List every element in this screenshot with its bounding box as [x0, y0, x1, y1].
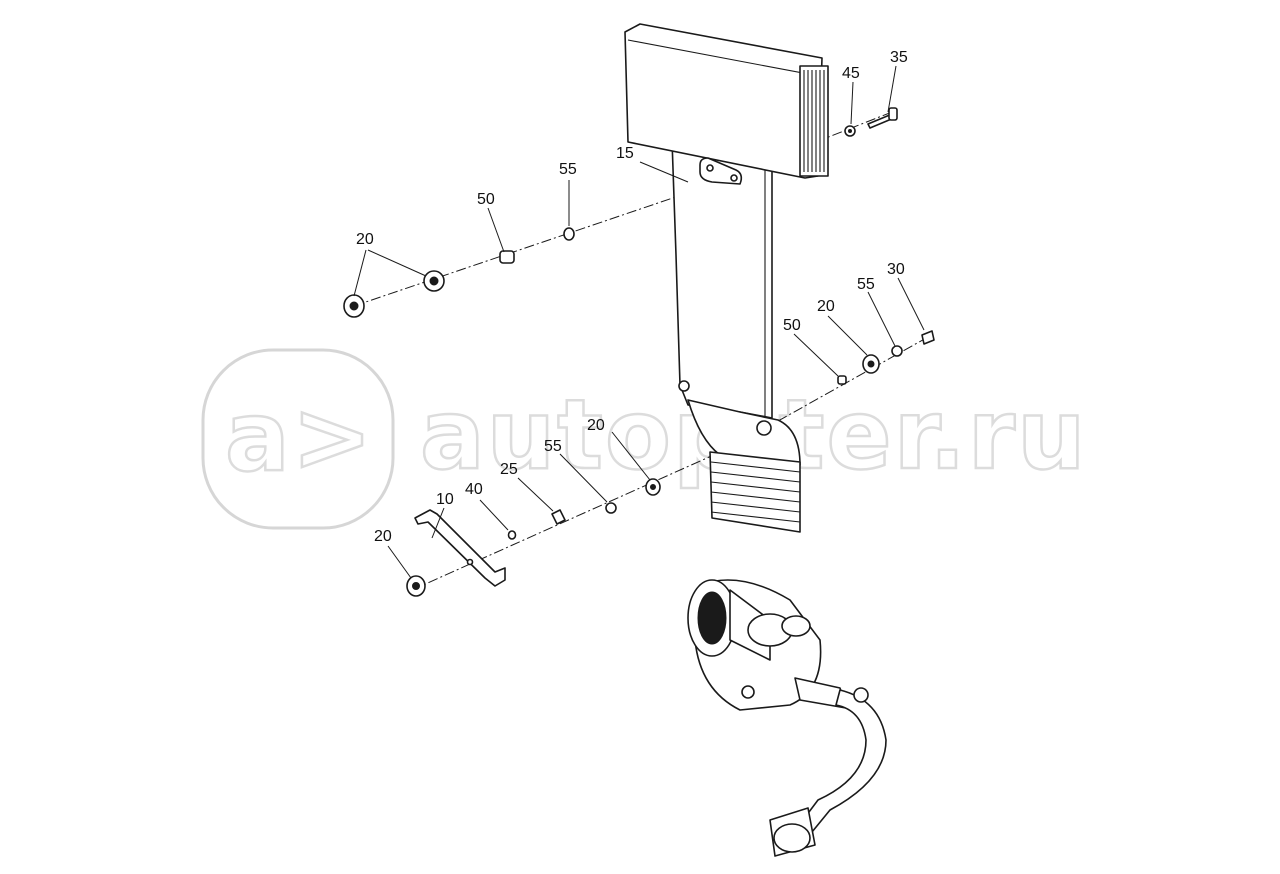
- mount-hole-1: [706, 164, 714, 172]
- filter-end-cap-inner: [697, 591, 727, 645]
- callout-55-lower: 55: [544, 438, 562, 455]
- grommet-20-top-inner-hole: [429, 276, 439, 286]
- callout-40: 40: [465, 481, 483, 498]
- bellows-body: [709, 451, 801, 533]
- mount-hole-2: [730, 174, 738, 182]
- hose-fitting: [853, 687, 869, 703]
- grommet-20-lower-hole: [650, 484, 656, 490]
- watermark: a> autopiter.ru: [201, 348, 1087, 530]
- callout-15: 15: [616, 145, 634, 162]
- grille-slats: [803, 70, 825, 172]
- bolt-25: [551, 509, 566, 525]
- top-bolt-axis: [825, 111, 893, 139]
- callout-20-lower: 20: [587, 417, 605, 434]
- callout-20-top: 20: [356, 231, 374, 248]
- hose-inlet-opening: [773, 823, 811, 853]
- air-duct-assembly: [624, 23, 829, 533]
- upper-left-axis: [353, 181, 721, 307]
- callout-45: 45: [842, 65, 860, 82]
- grommet-20-bottom-hole: [412, 582, 420, 590]
- bolt-35: [867, 107, 898, 129]
- leader-lines: [353, 65, 925, 579]
- grommet-20-top-outer-hole: [349, 301, 359, 311]
- duct-lower-boss: [756, 420, 772, 436]
- lower-axis: [411, 431, 766, 591]
- callout-labels: 35 45 15 55 50 20 30 55 20 50 20 55 25 4…: [356, 49, 908, 545]
- callout-20-right: 20: [817, 298, 835, 315]
- callout-55-right: 55: [857, 276, 875, 293]
- washer-55-right: [891, 345, 903, 357]
- washer-40: [507, 530, 517, 540]
- duct-top-grille: [799, 65, 829, 177]
- air-filter-assembly: [687, 579, 887, 857]
- hardware: [343, 107, 935, 597]
- washer-45-hole: [848, 129, 852, 133]
- grille-frame: [799, 65, 829, 177]
- washer-55-top: [563, 227, 575, 241]
- callout-25: 25: [500, 461, 518, 478]
- watermark-logo-text: a>: [225, 381, 374, 493]
- watermark-logo-frame: [201, 348, 395, 530]
- callout-50-right: 50: [783, 317, 801, 334]
- washer-55-lower: [605, 502, 617, 514]
- duct-bellows: [709, 451, 801, 533]
- callout-35: 35: [890, 49, 908, 66]
- callout-10: 10: [436, 491, 454, 508]
- duct-top-box: [624, 23, 823, 179]
- callout-55-top: 55: [559, 161, 577, 178]
- bracket-bar: [414, 509, 506, 587]
- callout-50-top: 50: [477, 191, 495, 208]
- intake-hose: [799, 689, 887, 833]
- duct-side-boss: [678, 380, 690, 392]
- grommet-20-right-hole: [867, 360, 875, 368]
- spacer-50-top: [499, 250, 515, 264]
- bellows-ribs: [710, 461, 801, 523]
- callout-30: 30: [887, 261, 905, 278]
- filter-drain-valve: [741, 685, 755, 699]
- filter-dome-2: [781, 615, 811, 637]
- bracket-hole: [466, 558, 474, 566]
- spacer-50-right: [837, 375, 847, 385]
- bracket-part-10: [414, 509, 506, 587]
- callout-20-bottom: 20: [374, 528, 392, 545]
- bolt-30: [921, 330, 935, 345]
